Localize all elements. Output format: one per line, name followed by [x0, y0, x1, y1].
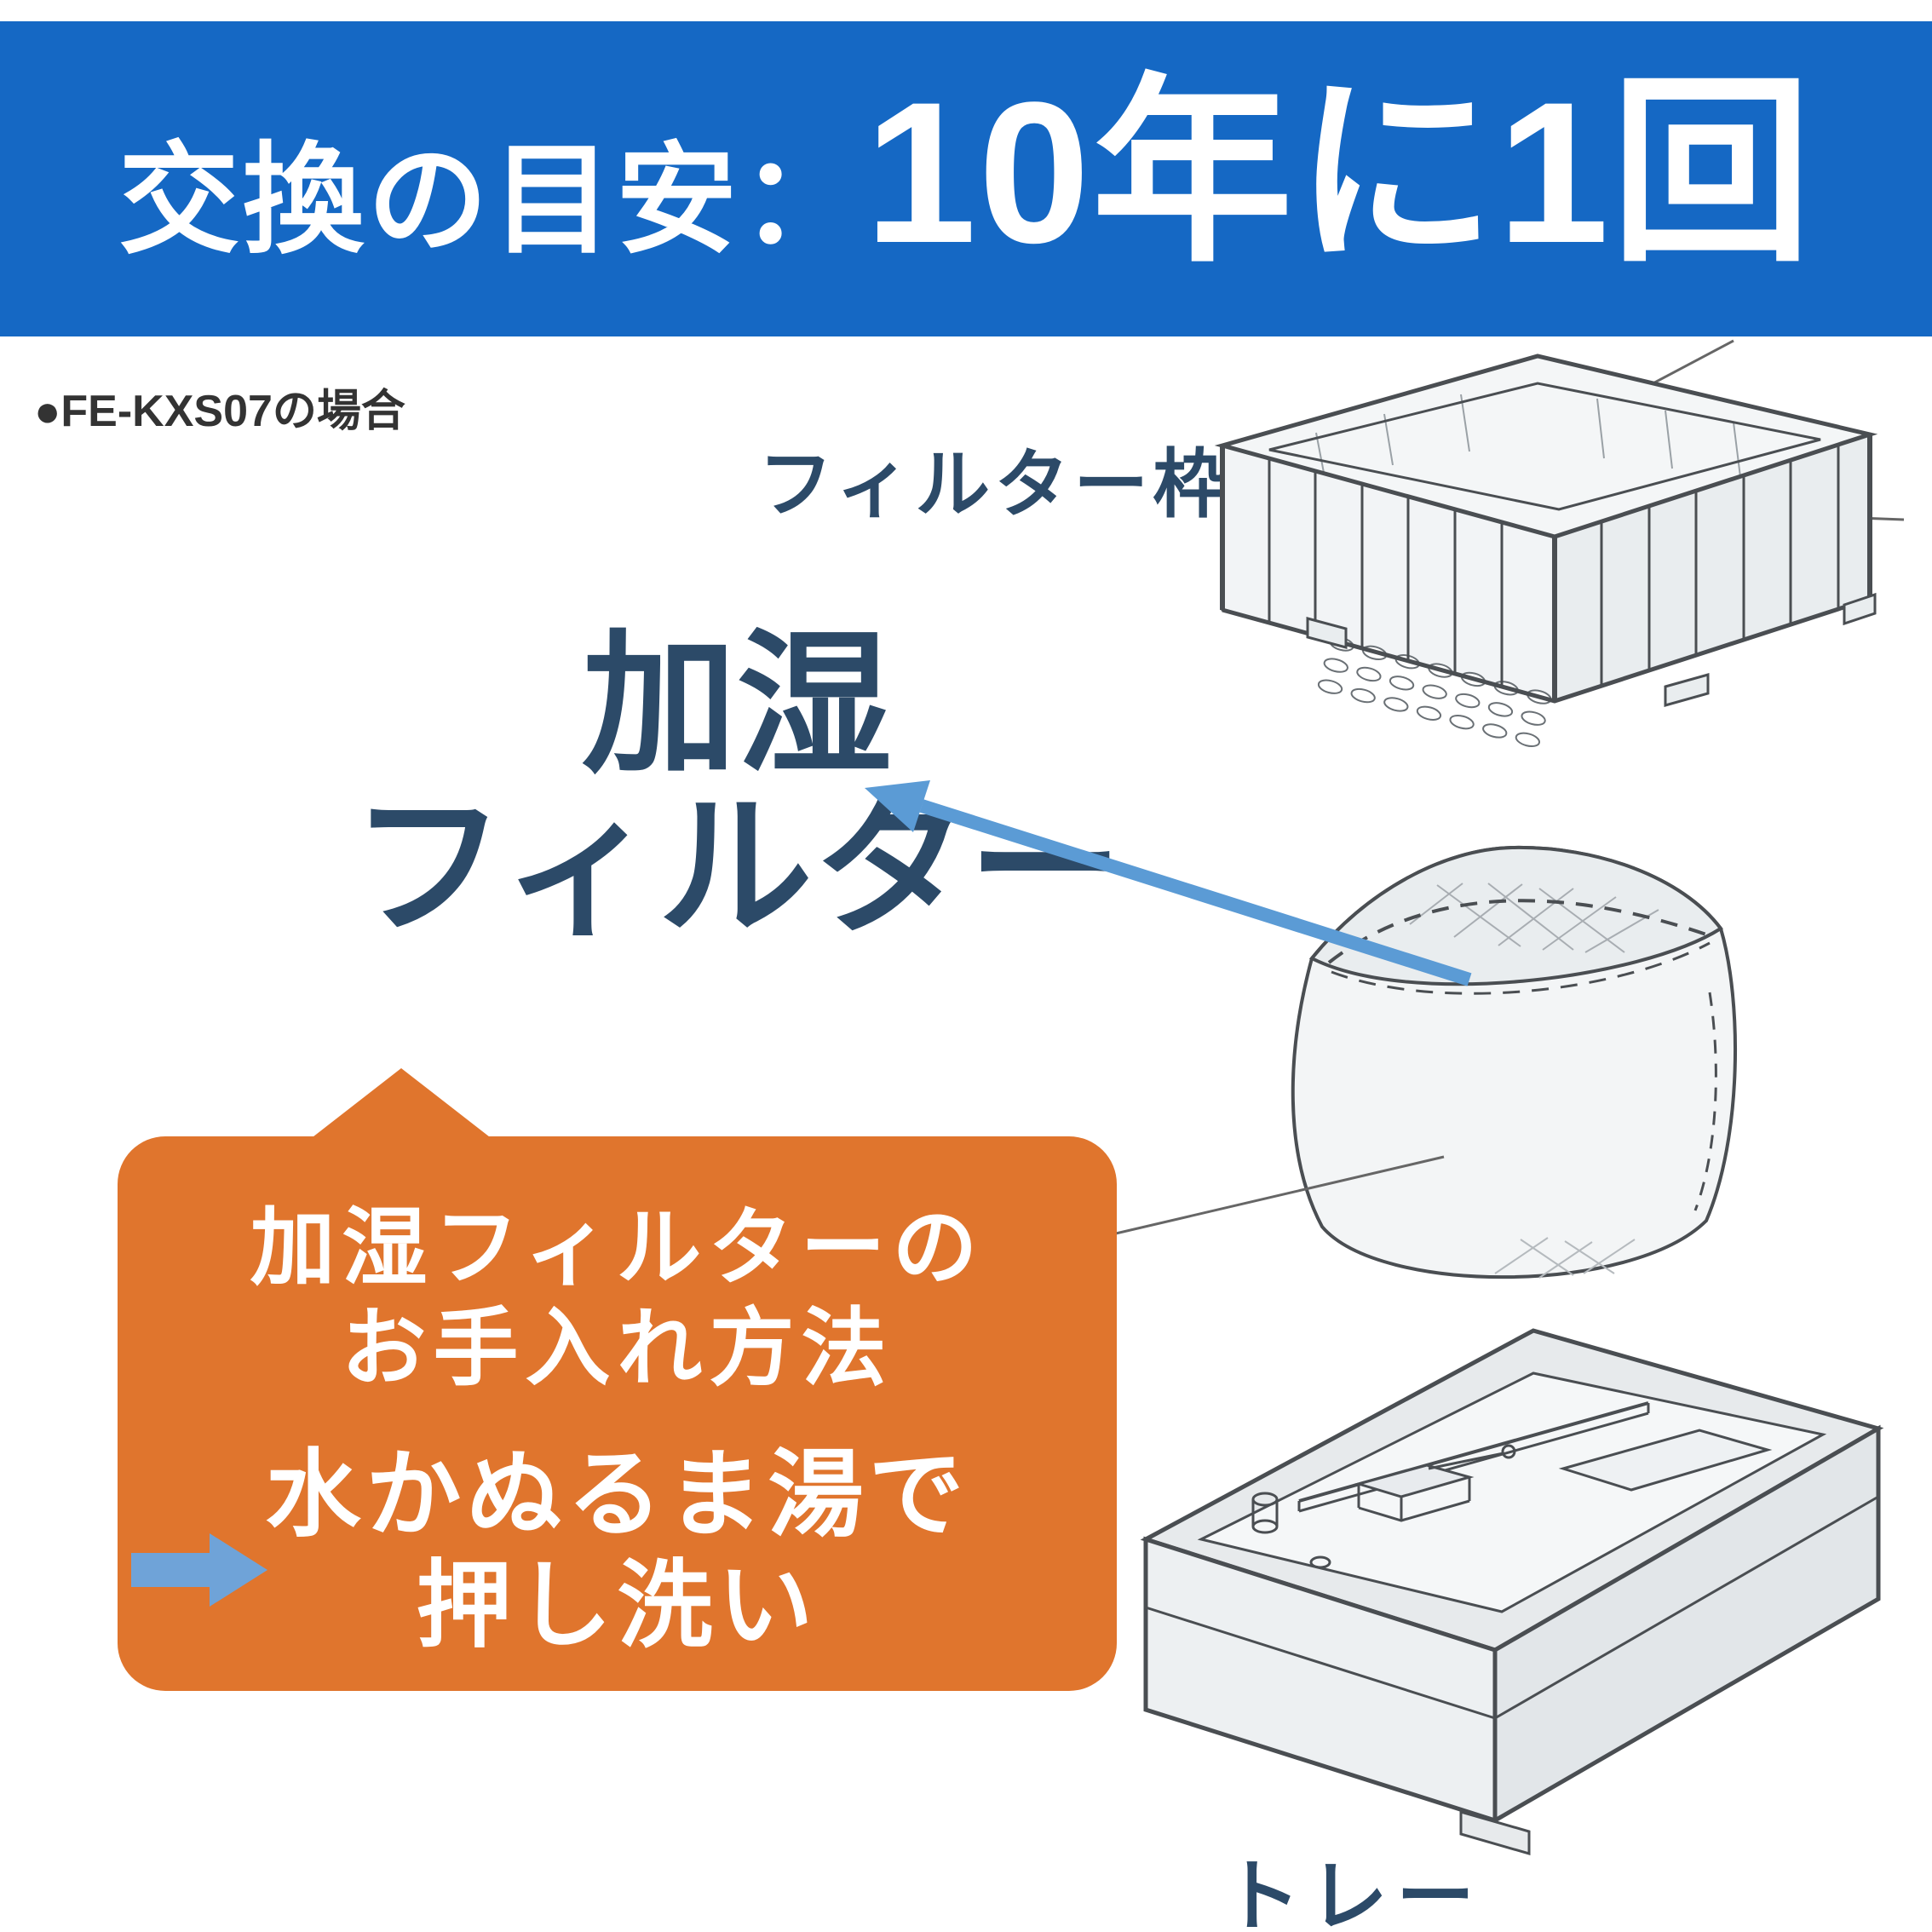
headline-highlight: 10年に1回: [865, 60, 1814, 285]
pointer-arrow-icon: [835, 762, 1482, 992]
tray-illustration: [1103, 1245, 1908, 1893]
callout-body-line2: 押し洗い: [416, 1551, 819, 1659]
callout-title-line1: 加湿フィルターの: [250, 1200, 985, 1296]
model-note: ●FE-KXS07の場合: [34, 387, 405, 436]
tray-drawing: [1140, 1328, 1884, 1855]
filter-frame-illustration: [1188, 339, 1908, 809]
callout-body-line1: 水かぬるま湯で: [265, 1441, 969, 1548]
tray-label: トレー: [1222, 1854, 1484, 1932]
humid-filter-label-line1: 加湿: [582, 618, 892, 791]
callout-title-line2: お手入れ方法: [341, 1301, 894, 1396]
care-callout: 加湿フィルターの お手入れ方法 水かぬるま湯で 押し洗い: [118, 1068, 1117, 1691]
humid-filter-label-line2: フィルター: [350, 780, 1124, 955]
wash-arrow-icon: [131, 1533, 267, 1607]
frame-slats: [1268, 445, 1840, 687]
callout-pointer-apex: [309, 1068, 493, 1140]
humid-filter-label: 加湿 フィルター: [213, 618, 1261, 955]
filter-frame-label: フィルター枠: [758, 442, 1233, 526]
headline-prefix: 交換の目安：: [118, 133, 865, 268]
headline-banner: 交換の目安：10年に1回: [0, 21, 1932, 336]
filter-frame-drawing: [1214, 339, 1905, 748]
filter-leader-line: [1061, 1141, 1452, 1252]
